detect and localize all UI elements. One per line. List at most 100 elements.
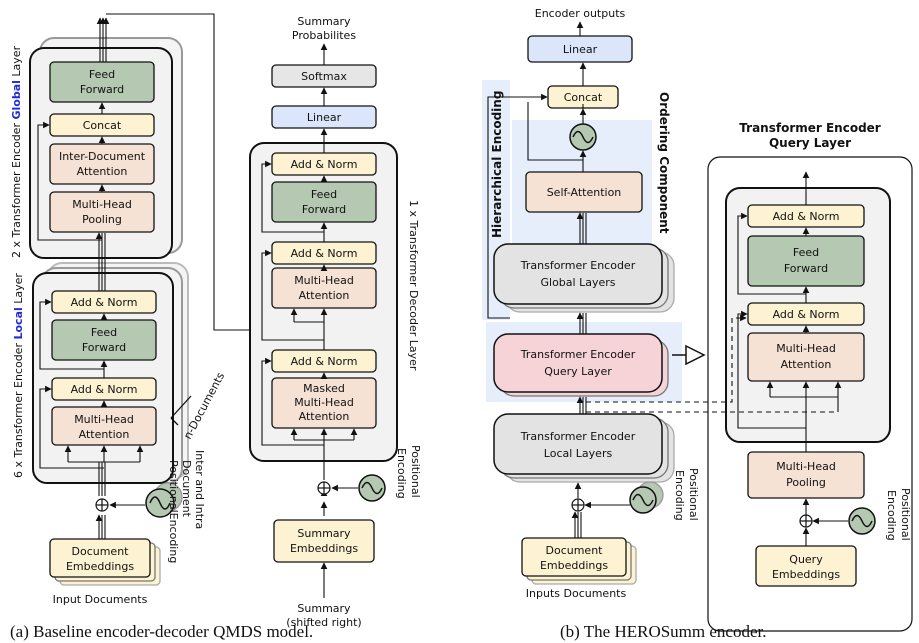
svg-text:Embeddings: Embeddings [290,542,358,555]
local-add-norm-2-label: Add & Norm [71,296,138,309]
svg-text:Self-Attention: Self-Attention [547,186,622,199]
caption-a: (a) Baseline encoder-decoder QMDS model. [10,622,313,641]
summary-embeddings-block: Summary Embeddings [273,519,375,563]
svg-text:Feed: Feed [793,246,819,259]
global-layer-label: 2 x Transformer Encoder Global Layer [10,45,23,258]
heros-query-layer: Transformer Encoder Query Layer [493,333,669,397]
svg-text:Attention: Attention [781,358,832,371]
doc-emb-label-2: Embeddings [66,560,134,573]
heros-connectors [487,21,630,538]
svg-text:Forward: Forward [784,262,828,275]
summary-input-label-1: Summary [297,602,351,615]
svg-text:Embeddings: Embeddings [772,568,840,581]
svg-text:Masked: Masked [303,382,345,395]
svg-text:Add & Norm: Add & Norm [291,158,358,171]
local-feed-forward: Feed Forward [51,319,157,361]
svg-text:Add & Norm: Add & Norm [773,210,840,223]
local-layer-label: 6 x Transformer Encoder Local Layer [12,273,25,478]
summary-input-label-2: (shifted right) [286,616,361,629]
svg-text:Add & Norm: Add & Norm [291,247,358,260]
detail-pooling: Multi-Head Pooling [747,451,865,499]
heros-linear: Linear [527,35,633,63]
local-add-norm-1: Add & Norm [51,377,157,401]
svg-text:Multi-Head: Multi-Head [776,342,836,355]
svg-text:Encoding: Encoding [885,490,898,541]
svg-text:Add & Norm: Add & Norm [773,308,840,321]
detail-add-norm-mid: Add & Norm [747,302,865,326]
global-ff-label-2: Forward [80,83,124,96]
svg-text:Inter and Intra: Inter and Intra [193,450,206,529]
global-concat-label: Concat [83,119,122,132]
global-concat-block: Concat [49,113,155,137]
detail-query-embeddings: Query Embeddings [755,545,857,587]
svg-text:Query Layer: Query Layer [544,365,612,378]
svg-text:Encoding: Encoding [673,470,686,521]
svg-text:Attention: Attention [299,289,350,302]
svg-text:Global Layers: Global Layers [541,276,616,289]
decoder-masked-mha: Masked Multi-Head Attention [271,377,377,429]
local-add-norm-1-label: Add & Norm [71,383,138,396]
svg-text:Transformer Encoder: Transformer Encoder [520,430,636,443]
svg-text:Forward: Forward [302,203,346,216]
input-documents-label: Input Documents [53,593,148,606]
heros-self-attention: Self-Attention [525,171,643,213]
svg-text:Positional: Positional [899,488,912,541]
hierarchical-encoding-label: Hierarchical Encoding [490,91,504,238]
global-pooling-block: Multi-Head Pooling [49,191,155,233]
inputs-documents-label: Inputs Documents [526,587,627,600]
global-feed-forward: Feed Forward [49,61,155,103]
interdoc-label-1: Inter-Document [59,150,146,163]
heros-global-layers: Transformer Encoder Global Layers [493,243,675,313]
heros-doc-embeddings: Document Embeddings [521,537,637,585]
local-ff-label-2: Forward [82,341,126,354]
global-pooling-label-2: Pooling [82,213,122,226]
expand-arrow-icon [672,344,706,366]
encoder-outputs-label: Encoder outputs [535,7,626,20]
detail-mha: Multi-Head Attention [747,332,865,382]
dashed-connectors [586,314,838,413]
svg-text:Document: Document [180,460,193,518]
plus-icon-detail [799,514,813,528]
oscillator-icon-heros [629,481,664,514]
svg-text:Multi-Head: Multi-Head [294,396,354,409]
svg-text:Multi-Head: Multi-Head [776,460,836,473]
oscillator-icon-decoder [358,474,386,502]
oscillator-icon-ordering [569,123,597,151]
heros-positional-encoding-label: Positional Encoding [673,468,700,521]
decoder-softmax: Softmax [271,64,377,88]
svg-text:Embeddings: Embeddings [540,559,608,572]
svg-text:Softmax: Softmax [301,70,347,83]
decoder-positional-encoding-label: Positional Encoding [395,445,422,499]
svg-text:Linear: Linear [563,43,598,56]
svg-text:Pooling: Pooling [786,476,826,489]
decoder-layer-label: 1 x Transformer Decoder Layer [407,200,420,371]
decoder-add-norm-2: Add & Norm [271,241,377,265]
oscillator-icon-detail [848,507,876,535]
positional-encoding-label-left: Inter and Intra Document PositionalEncod… [167,450,206,563]
svg-text:Transformer Encoder: Transformer Encoder [520,259,636,272]
svg-text:Feed: Feed [311,188,337,201]
svg-text:Concat: Concat [564,91,603,104]
local-add-norm-2: Add & Norm [51,290,157,314]
detail-add-norm-top: Add & Norm [747,204,865,228]
svg-text:Attention: Attention [299,410,350,423]
global-pooling-label-1: Multi-Head [72,198,132,211]
detail-title-2: Query Layer [769,136,851,150]
svg-text:Document: Document [546,544,604,557]
local-mha-label-1: Multi-Head [74,413,134,426]
plus-icon-decoder [317,481,331,495]
plus-icon-heros [571,498,585,512]
heros-local-layers: Transformer Encoder Local Layers [493,413,675,483]
svg-text:PositionalEncoding: PositionalEncoding [167,460,180,563]
svg-text:Add & Norm: Add & Norm [291,355,358,368]
svg-text:Positional: Positional [687,468,700,521]
interdoc-label-2: Attention [77,165,128,178]
global-interdoc-block: Inter-Document Attention [49,143,155,185]
global-ff-label-1: Feed [89,68,115,81]
svg-text:Query: Query [789,553,823,566]
detail-feed-forward: Feed Forward [747,235,865,287]
decoder-linear: Linear [271,105,377,129]
detail-positional-encoding-label: Positional Encoding [885,488,912,541]
local-mha-block: Multi-Head Attention [51,406,157,446]
